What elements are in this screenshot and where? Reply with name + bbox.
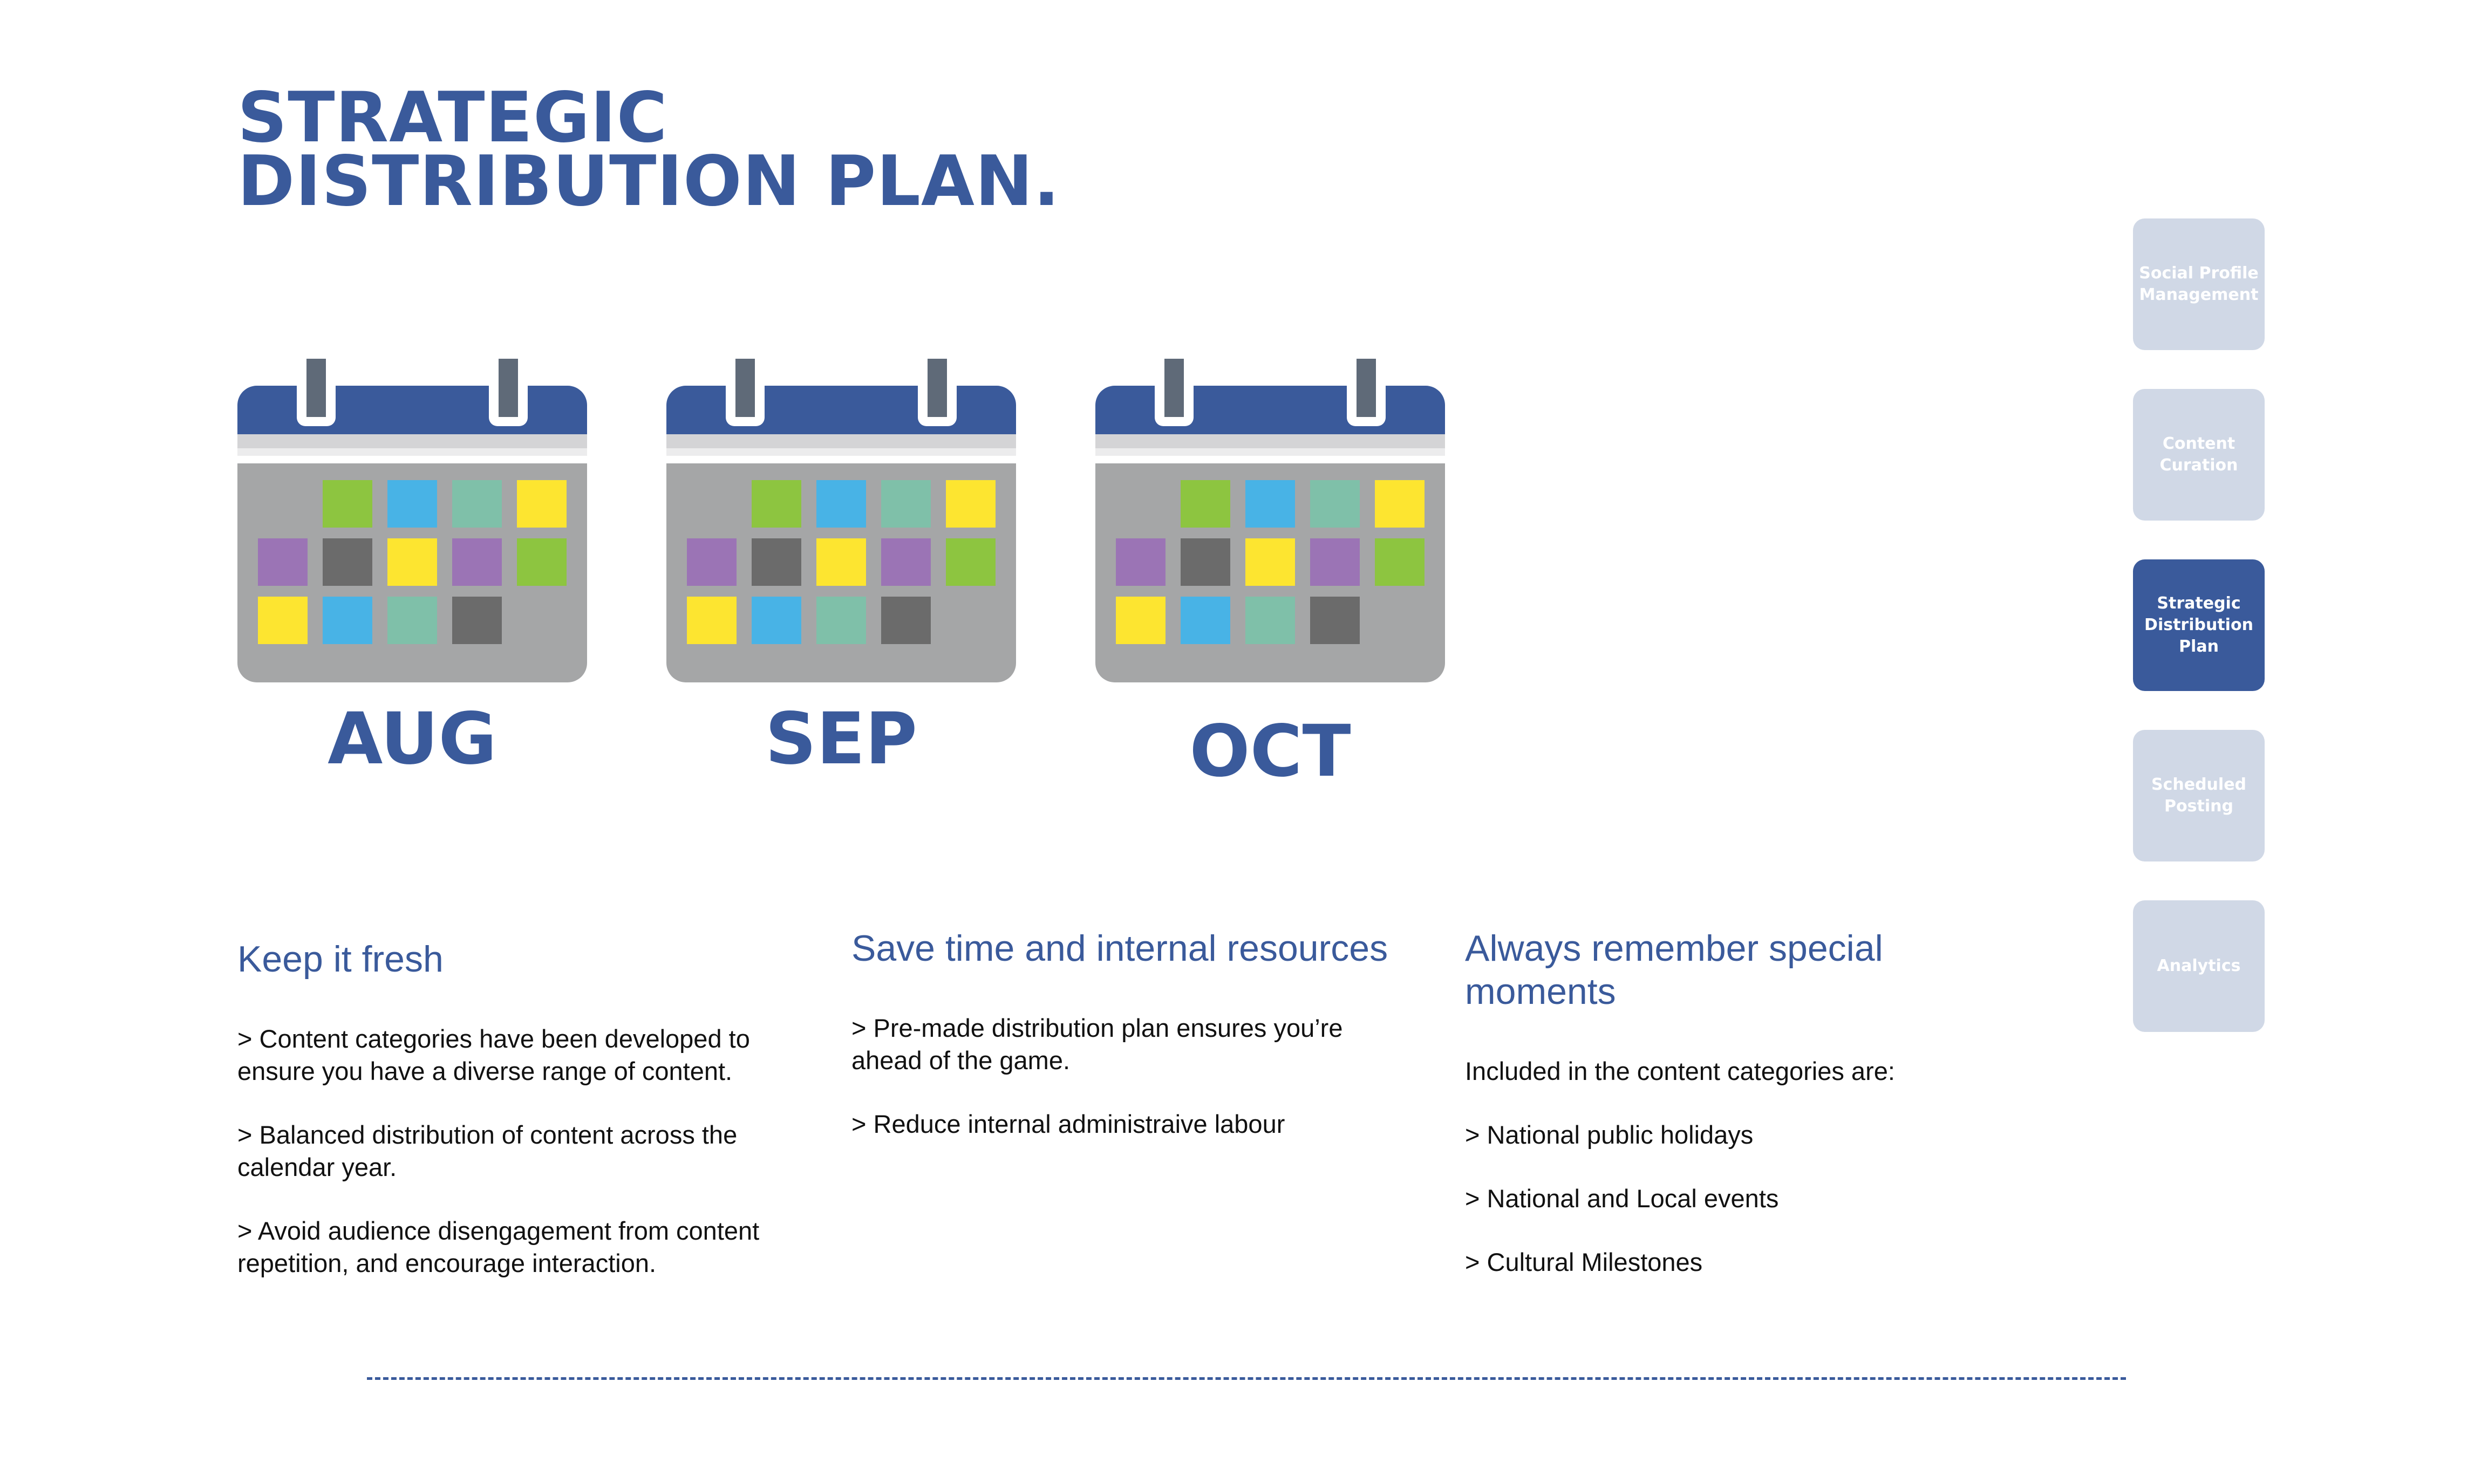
calendar-day-teal [881, 480, 931, 528]
calendar-day-yellow [1116, 597, 1166, 644]
calendar-day-purple [1310, 538, 1360, 586]
column-paragraph: > National and Local events [1465, 1184, 1779, 1213]
page-title-line-1: STRATEGIC [237, 78, 668, 158]
calendar-day-teal [387, 597, 437, 644]
nav-label: Content Curation [2159, 434, 2238, 475]
calendar-day-dark [323, 538, 372, 586]
calendar-header-strip [1095, 456, 1445, 463]
column-paragraph: > Reduce internal administraive labour [851, 1110, 1285, 1138]
column-heading: Keep it fresh [237, 939, 444, 980]
nav-label: Analytics [2157, 956, 2241, 975]
nav-analytics[interactable]: Analytics [2133, 900, 2265, 1032]
calendar-ring [306, 359, 326, 417]
column-save-time: Save time and internal resources > Pre-m… [851, 927, 1396, 1140]
calendar-day-purple [881, 538, 931, 586]
page-title-line-2: DISTRIBUTION PLAN. [237, 141, 1060, 222]
calendar-day-dark [1181, 538, 1230, 586]
column-keep-it-fresh: Keep it fresh > Content categories have … [237, 938, 782, 1280]
column-paragraph: > National public holidays [1465, 1120, 1754, 1149]
calendar-day-dark [752, 538, 801, 586]
column-paragraph: > Content categories have been developed… [237, 1024, 750, 1085]
calendar-header-strip [666, 456, 1016, 463]
calendar-ring [1164, 359, 1184, 417]
calendar-header [666, 386, 1016, 434]
calendar-day-yellow [387, 538, 437, 586]
calendar-icon [666, 359, 1016, 682]
month-label-aug: AUG [328, 697, 497, 781]
calendar-day-purple [687, 538, 737, 586]
calendar-day-yellow [687, 597, 737, 644]
calendar-day-dark [452, 597, 502, 644]
calendar-day-yellow [1375, 480, 1425, 528]
calendar-day-green [1181, 480, 1230, 528]
column-paragraph: > Cultural Milestones [1465, 1248, 1703, 1276]
calendar-day-purple [1116, 538, 1166, 586]
calendar-icon [237, 359, 587, 682]
calendar-ring [735, 359, 755, 417]
calendar-day-purple [258, 538, 308, 586]
calendar-header-strip [666, 448, 1016, 456]
calendar-day-teal [1245, 597, 1295, 644]
calendar-day-teal [1310, 480, 1360, 528]
column-heading: Save time and internal resources [851, 928, 1388, 969]
calendar-day-green [517, 538, 567, 586]
calendar-header [237, 386, 587, 434]
calendar-header-strip [1095, 434, 1445, 448]
calendar-day-blue [752, 597, 801, 644]
calendar-header-strip [1095, 448, 1445, 456]
calendar-day-blue [1181, 597, 1230, 644]
calendar-day-teal [816, 597, 866, 644]
calendar-header [1095, 386, 1445, 434]
calendar-day-blue [816, 480, 866, 528]
calendar-icon [1095, 359, 1445, 682]
calendar-day-yellow [1245, 538, 1295, 586]
calendar-sep [666, 359, 1016, 682]
calendar-header-strip [666, 434, 1016, 448]
nav-label: Scheduled Posting [2151, 775, 2247, 816]
calendar-day-purple [452, 538, 502, 586]
nav-label: Strategic Distribution Plan [2144, 594, 2253, 656]
calendar-oct [1095, 359, 1445, 682]
calendar-day-green [946, 538, 996, 586]
nav-label: Social Profile Management [2139, 264, 2259, 304]
calendar-ring [928, 359, 947, 417]
calendar-header-strip [237, 434, 587, 448]
calendar-day-dark [1310, 597, 1360, 644]
calendar-day-yellow [258, 597, 308, 644]
calendar-day-blue [387, 480, 437, 528]
dashed-divider [367, 1377, 2126, 1380]
column-heading: Always remember special moments [1465, 928, 1883, 1012]
column-special-moments: Always remember special moments Included… [1465, 927, 2010, 1278]
calendar-ring [499, 359, 518, 417]
calendar-day-yellow [517, 480, 567, 528]
nav-strategic-distribution-plan[interactable]: Strategic Distribution Plan [2133, 559, 2265, 691]
calendar-day-green [752, 480, 801, 528]
month-label-sep: SEP [765, 697, 917, 781]
column-paragraph: Included in the content categories are: [1465, 1057, 1895, 1085]
month-label-oct: OCT [1189, 710, 1351, 793]
nav-content-curation[interactable]: Content Curation [2133, 389, 2265, 521]
calendar-day-dark [881, 597, 931, 644]
calendar-day-yellow [816, 538, 866, 586]
column-paragraph: > Avoid audience disengagement from cont… [237, 1216, 760, 1277]
calendar-ring [1357, 359, 1376, 417]
calendar-day-teal [452, 480, 502, 528]
page-title: STRATEGIC DISTRIBUTION PLAN. [237, 78, 1060, 222]
calendar-day-blue [1245, 480, 1295, 528]
calendar-header-strip [237, 456, 587, 463]
calendar-day-yellow [946, 480, 996, 528]
calendar-aug [237, 359, 587, 682]
column-paragraph: > Balanced distribution of content acros… [237, 1120, 738, 1181]
nav-scheduled-posting[interactable]: Scheduled Posting [2133, 730, 2265, 861]
calendar-header-strip [237, 448, 587, 456]
column-paragraph: > Pre-made distribution plan ensures you… [851, 1014, 1343, 1075]
calendar-day-blue [323, 597, 372, 644]
calendar-day-green [1375, 538, 1425, 586]
calendar-day-green [323, 480, 372, 528]
nav-social-profile-management[interactable]: Social Profile Management [2133, 218, 2265, 350]
